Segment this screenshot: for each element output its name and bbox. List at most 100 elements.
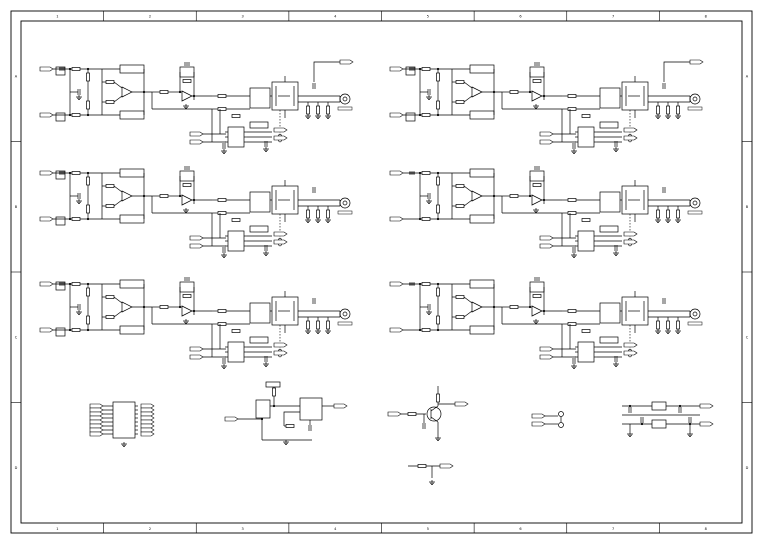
capacitor: [614, 141, 618, 147]
wire: [113, 199, 123, 207]
input-net-label: [389, 281, 404, 287]
ground-symbol: [533, 104, 539, 109]
amplifier-channel-4: [389, 166, 703, 258]
junction-dot: [418, 328, 422, 332]
control-net-label: [623, 135, 638, 141]
capacitor: [222, 358, 226, 364]
capacitor: [534, 166, 540, 170]
ground-symbol: [613, 251, 619, 256]
junction-dot: [178, 305, 182, 309]
resistor: [509, 90, 519, 94]
header-pin-label-left: [89, 431, 104, 437]
zone-column-label: 4: [334, 15, 337, 19]
ic-body: [577, 230, 595, 252]
resistor: [105, 100, 115, 104]
resistor: [182, 79, 192, 83]
capacitor: [678, 407, 682, 413]
capacitor: [534, 277, 540, 281]
capacitor: [312, 83, 316, 89]
ground-symbol: [305, 218, 311, 223]
capacitor: [628, 407, 632, 413]
transistor-circuit: [387, 386, 469, 441]
capacitor: [184, 166, 190, 170]
output-label-box: [687, 106, 703, 111]
wire: [463, 296, 473, 304]
feedback-block: [119, 325, 145, 335]
junction-dot: [436, 113, 440, 117]
capacitor: [184, 62, 190, 66]
resistor: [105, 204, 115, 208]
junction-dot: [178, 90, 182, 94]
junction-dot: [528, 90, 532, 94]
resistor: [71, 282, 81, 286]
resistor: [421, 328, 431, 332]
input-net-label: [389, 216, 404, 222]
supply-net-label: [189, 346, 204, 352]
wire: [313, 61, 340, 82]
input-connector: [55, 66, 66, 76]
resistor: [86, 100, 90, 110]
resistor: [217, 198, 227, 202]
control-ic: [575, 126, 597, 148]
feedback-block: [469, 110, 495, 120]
resistor: [436, 204, 440, 214]
resistor: [436, 176, 440, 186]
junction-dot: [628, 404, 632, 408]
junction-dot: [86, 328, 90, 332]
capacitor: [59, 67, 65, 71]
wire: [113, 296, 123, 304]
ground-symbol: [263, 251, 269, 256]
zone-row-label: D: [15, 466, 18, 470]
regulator-input-label: [224, 416, 239, 422]
ground-symbol: [571, 364, 577, 369]
ic-body: [227, 126, 245, 148]
gain-opamp: [531, 194, 543, 206]
resistor: [436, 72, 440, 82]
amplifier-channel-3: [39, 166, 353, 258]
junction-dot: [142, 305, 146, 309]
input-net-label: [389, 112, 404, 118]
ground-symbol: [426, 310, 432, 315]
resistor: [306, 105, 310, 115]
header-pin-label-right: [140, 427, 155, 433]
gain-opamp: [181, 90, 193, 102]
ground-symbol: [665, 114, 671, 119]
input-net-label: [389, 170, 404, 176]
differential-opamp: [121, 301, 133, 313]
junction-dot: [192, 94, 196, 98]
capacitor: [662, 83, 666, 89]
zone-row-label: B: [15, 205, 18, 209]
resistor: [71, 67, 81, 71]
junction-dot: [542, 198, 546, 202]
filter-inductor: [651, 401, 667, 411]
wire: [463, 199, 473, 207]
ground-symbol: [263, 147, 269, 152]
resistor: [581, 218, 591, 222]
differential-opamp: [121, 86, 133, 98]
amplifier-channel-6: [389, 277, 703, 369]
junction-dot: [142, 194, 146, 198]
regulator-ic: [255, 399, 271, 419]
feedback-network: [179, 66, 195, 78]
header-pin-label-right: [140, 419, 155, 425]
feedback-block: [469, 214, 495, 224]
capacitor: [59, 282, 65, 286]
feedback-block: [469, 279, 495, 289]
resistor: [455, 100, 465, 104]
control-net-label: [623, 127, 638, 133]
output-driver-block: [599, 87, 621, 109]
feedback-block: [119, 279, 145, 289]
resistor: [407, 412, 417, 416]
control-ic: [225, 126, 247, 148]
ground-symbol: [675, 114, 681, 119]
resistor: [532, 183, 542, 187]
input-net-label: [39, 112, 54, 118]
input-connector: [55, 170, 66, 180]
input-net-label: [39, 281, 54, 287]
supply-net-label: [539, 354, 554, 360]
output-label-box: [337, 106, 353, 111]
zone-column-label: 3: [241, 527, 243, 531]
resistor: [676, 209, 680, 219]
capacitor: [688, 417, 692, 423]
